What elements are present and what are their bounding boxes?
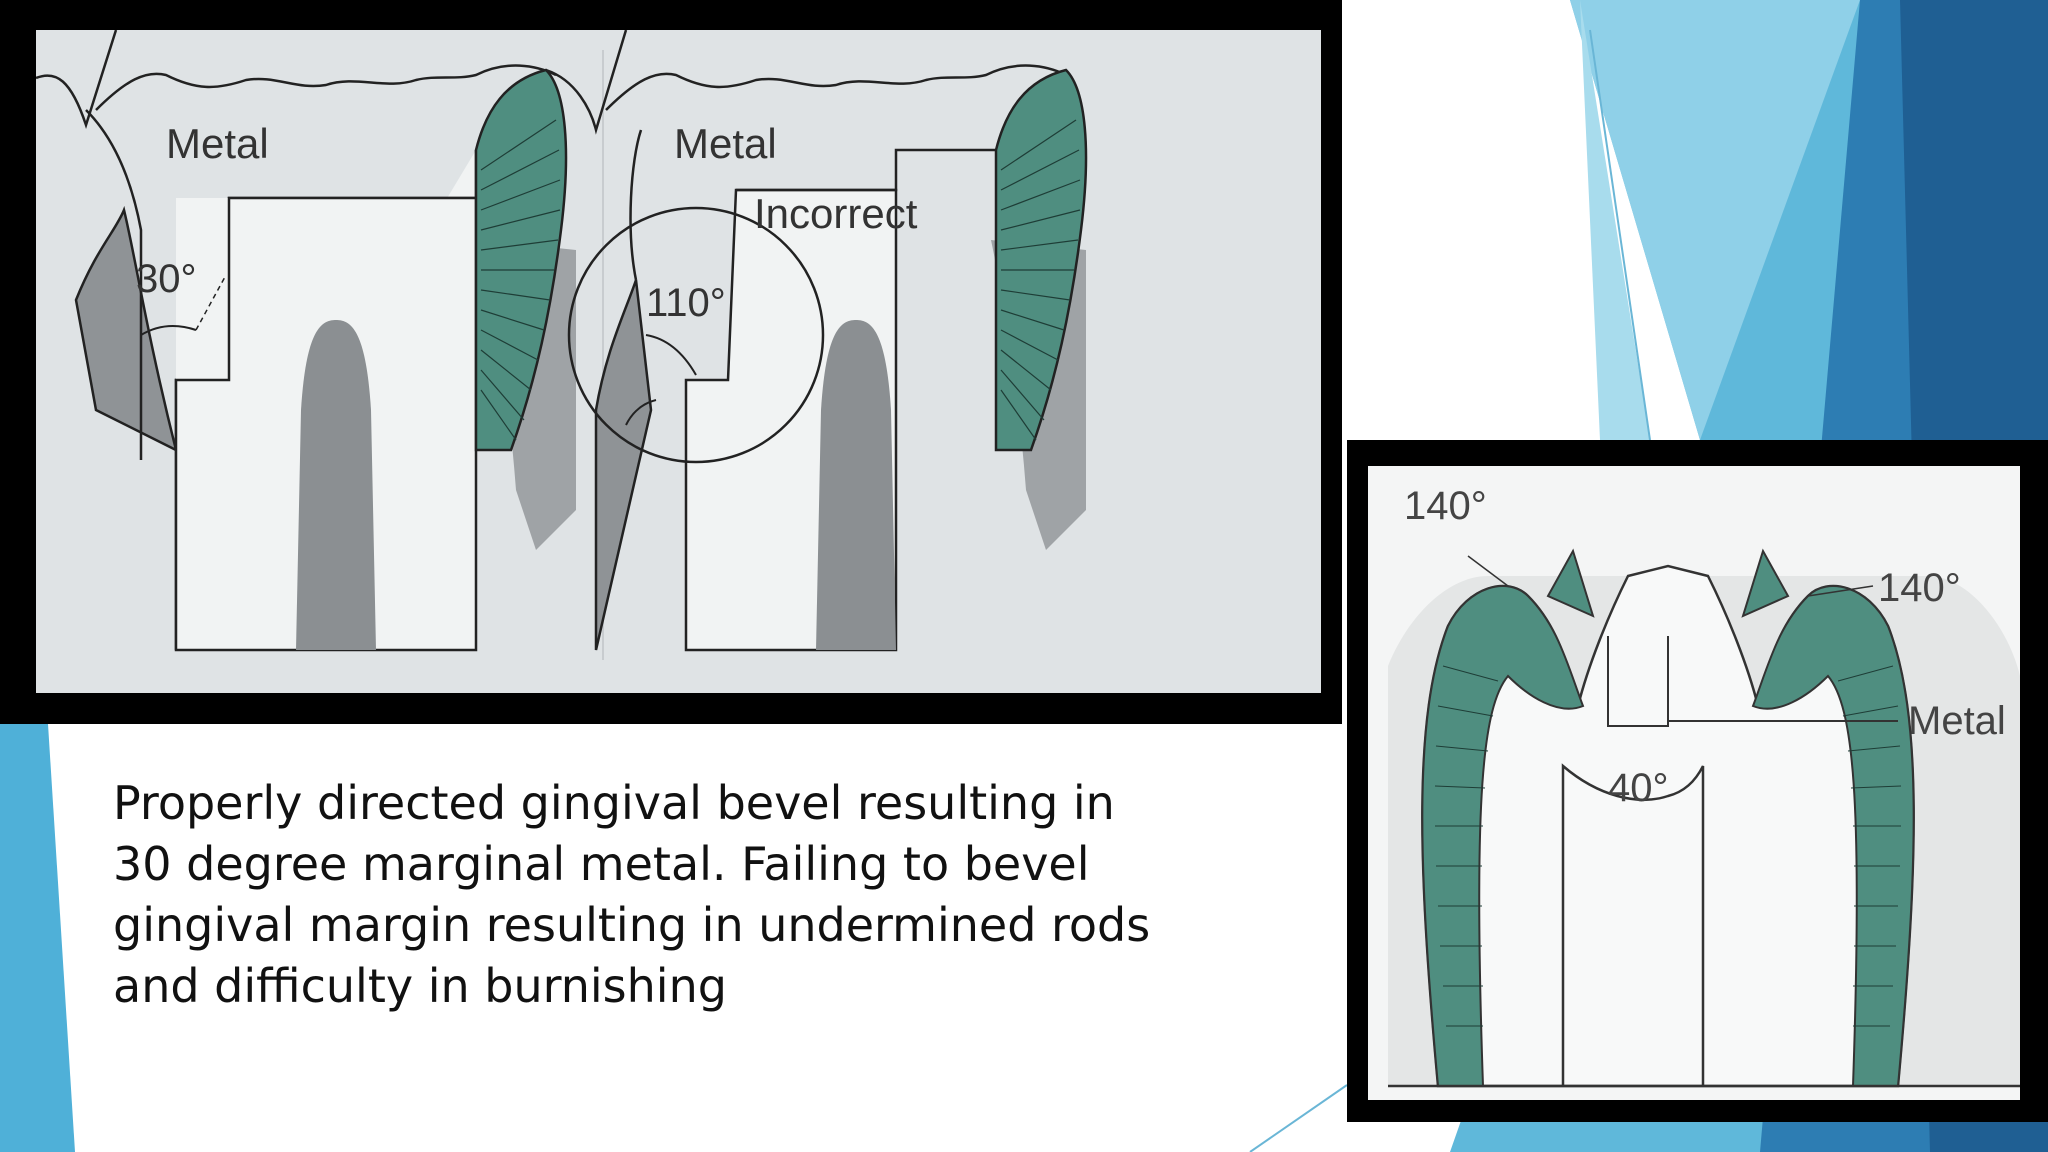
metal-top-outline-2 xyxy=(605,64,1067,111)
figure-right-diagram xyxy=(1388,548,2020,1088)
angle-arc xyxy=(140,325,197,336)
angle-140-left: 140° xyxy=(1404,484,1487,528)
enamel-facing-2 xyxy=(994,68,1088,452)
tooth-outline-left-2 xyxy=(629,129,643,281)
preparation-inner xyxy=(1561,763,1705,1086)
left-metal-label: Metal xyxy=(166,120,269,167)
left-tooth xyxy=(36,30,576,652)
enamel-rods-right-figure xyxy=(1434,665,1902,1027)
figure-left-diagram: Metal 30° Metal Inco xyxy=(36,30,1321,693)
right-metal-label: Metal xyxy=(674,120,777,167)
enamel-facing xyxy=(474,68,568,452)
preparation-border xyxy=(174,196,478,652)
panel-bottom-strip xyxy=(36,663,1321,693)
right-angle-label: 110° xyxy=(646,281,726,325)
leader-140-right xyxy=(1807,585,1874,597)
incorrect-label: Incorrect xyxy=(754,190,918,237)
bg-line xyxy=(1589,29,1651,441)
gingiva-shape-2 xyxy=(594,279,653,651)
left-angle-label: 30° xyxy=(136,257,197,301)
angle-40: 40° xyxy=(1608,766,1669,810)
metal-inlay xyxy=(1607,636,1669,727)
figure-right-panel: 140° 140° Metal 40° xyxy=(1368,466,2020,1100)
bevel-right xyxy=(1741,548,1790,618)
magnifier-circle xyxy=(567,206,825,464)
slide-caption: Properly directed gingival bevel resulti… xyxy=(113,776,1151,1013)
gingiva-shape xyxy=(74,205,178,453)
enamel-left xyxy=(1421,585,1585,1087)
right-tooth xyxy=(545,30,1088,652)
metal-label-right: Metal xyxy=(1908,699,2006,743)
bg-facet-sliver xyxy=(1580,0,1650,440)
enamel-rods-2 xyxy=(1000,119,1081,441)
bg-facet-pale xyxy=(1570,0,1860,440)
undermined-arrow xyxy=(625,399,657,426)
neighbor-tooth-outline xyxy=(36,30,118,130)
bg-facet-left xyxy=(0,724,75,1152)
preparation-shoulder-2 xyxy=(736,148,996,192)
bevel-left xyxy=(1546,548,1595,618)
leader-140-left xyxy=(1467,555,1509,587)
tooth-outline-left xyxy=(85,109,143,460)
figure-left-panel: Metal 30° Metal Inco xyxy=(36,30,1321,693)
angle-140-right: 140° xyxy=(1878,566,1961,610)
angle-arc-2 xyxy=(645,334,697,376)
pulp-canal xyxy=(296,320,376,650)
angle-guide xyxy=(195,274,227,331)
metal-top-outline xyxy=(95,64,557,111)
pulp-canal-2 xyxy=(816,320,896,650)
neighbor-tooth-outline-2 xyxy=(545,30,628,135)
bg-line-bottom xyxy=(1249,1084,1348,1152)
enamel-rods xyxy=(480,119,561,441)
enamel-right xyxy=(1751,585,1915,1087)
